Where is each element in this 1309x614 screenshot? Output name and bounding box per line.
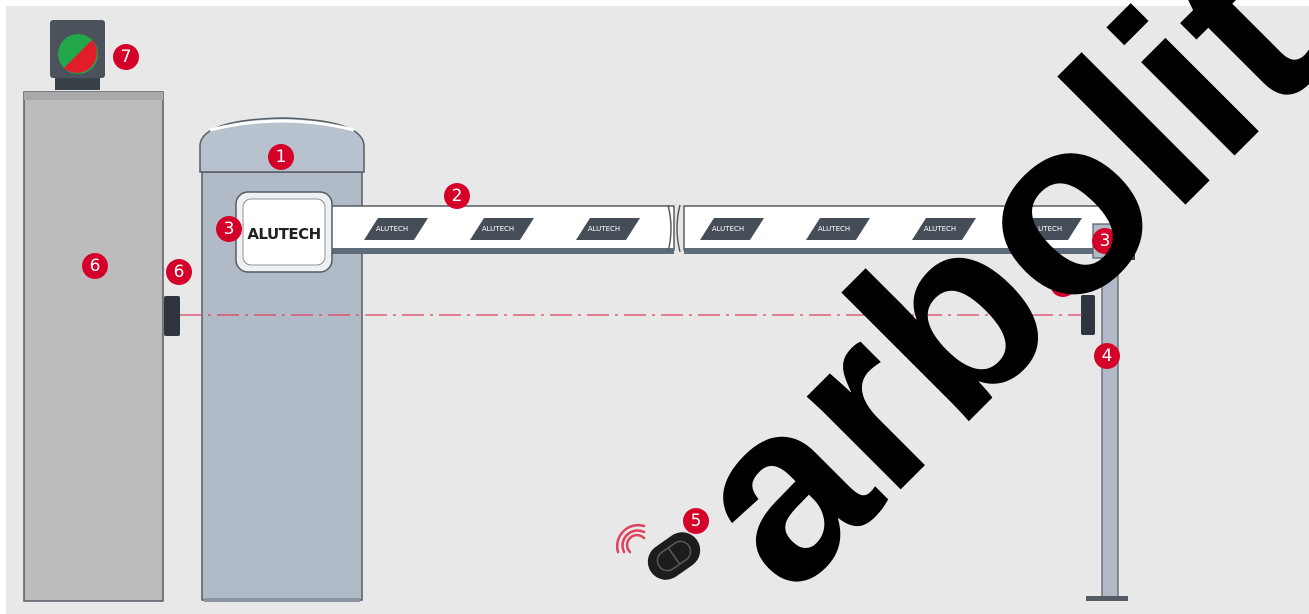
callout-3-post: 3 (1092, 228, 1118, 254)
boom-stripe: ALUTECH (364, 218, 428, 240)
callout-6-post: 6 (1050, 271, 1076, 297)
callout-6-photocell: 6 (166, 259, 192, 285)
boom-stripe: ALUTECH (912, 218, 976, 240)
barrier-housing (199, 117, 365, 602)
boom-stripes: ALUTECH ALUTECH ALUTECH ALUTECH ALUTECH … (364, 218, 1082, 240)
svg-text:5: 5 (691, 511, 702, 531)
callout-4: 4 (1094, 343, 1120, 369)
callout-7: 7 (113, 44, 139, 70)
callout-1: 1 (268, 144, 294, 170)
svg-text:2: 2 (452, 186, 463, 206)
svg-text:1: 1 (276, 147, 287, 167)
control-unit: ALUTECH (235, 191, 333, 273)
svg-text:ALUTECH: ALUTECH (712, 225, 744, 233)
svg-text:ALUTECH: ALUTECH (588, 225, 620, 233)
boom-stripe: ALUTECH (806, 218, 870, 240)
svg-text:ALUTECH: ALUTECH (818, 225, 850, 233)
svg-text:6: 6 (90, 256, 101, 276)
signal-waves-icon (615, 523, 646, 554)
callout-6-cabinet: 6 (82, 253, 108, 279)
callout-3: 3 (216, 216, 242, 242)
boom-stripe: ALUTECH (576, 218, 640, 240)
svg-text:3: 3 (224, 219, 235, 239)
svg-text:ALUTECH: ALUTECH (924, 225, 956, 233)
wall-photocell (164, 296, 180, 336)
svg-text:7: 7 (121, 47, 132, 67)
post-photocell (1081, 295, 1095, 335)
svg-text:6: 6 (174, 262, 185, 282)
callout-5: 5 (683, 508, 709, 534)
callout-2: 2 (444, 183, 470, 209)
boom-stripe: ALUTECH (470, 218, 534, 240)
svg-text:ALUTECH: ALUTECH (1030, 225, 1062, 233)
svg-text:ALUTECH: ALUTECH (482, 225, 514, 233)
svg-text:ALUTECH: ALUTECH (376, 225, 408, 233)
boom-stripe: ALUTECH (700, 218, 764, 240)
cabinet (23, 91, 164, 602)
svg-text:3: 3 (1100, 231, 1111, 251)
remote-control (615, 523, 701, 580)
boom-stripe: ALUTECH (1018, 218, 1082, 240)
svg-text:4: 4 (1102, 346, 1113, 366)
brand-logo: ALUTECH (247, 225, 320, 243)
svg-text:6: 6 (1058, 274, 1069, 294)
traffic-light (50, 20, 105, 90)
